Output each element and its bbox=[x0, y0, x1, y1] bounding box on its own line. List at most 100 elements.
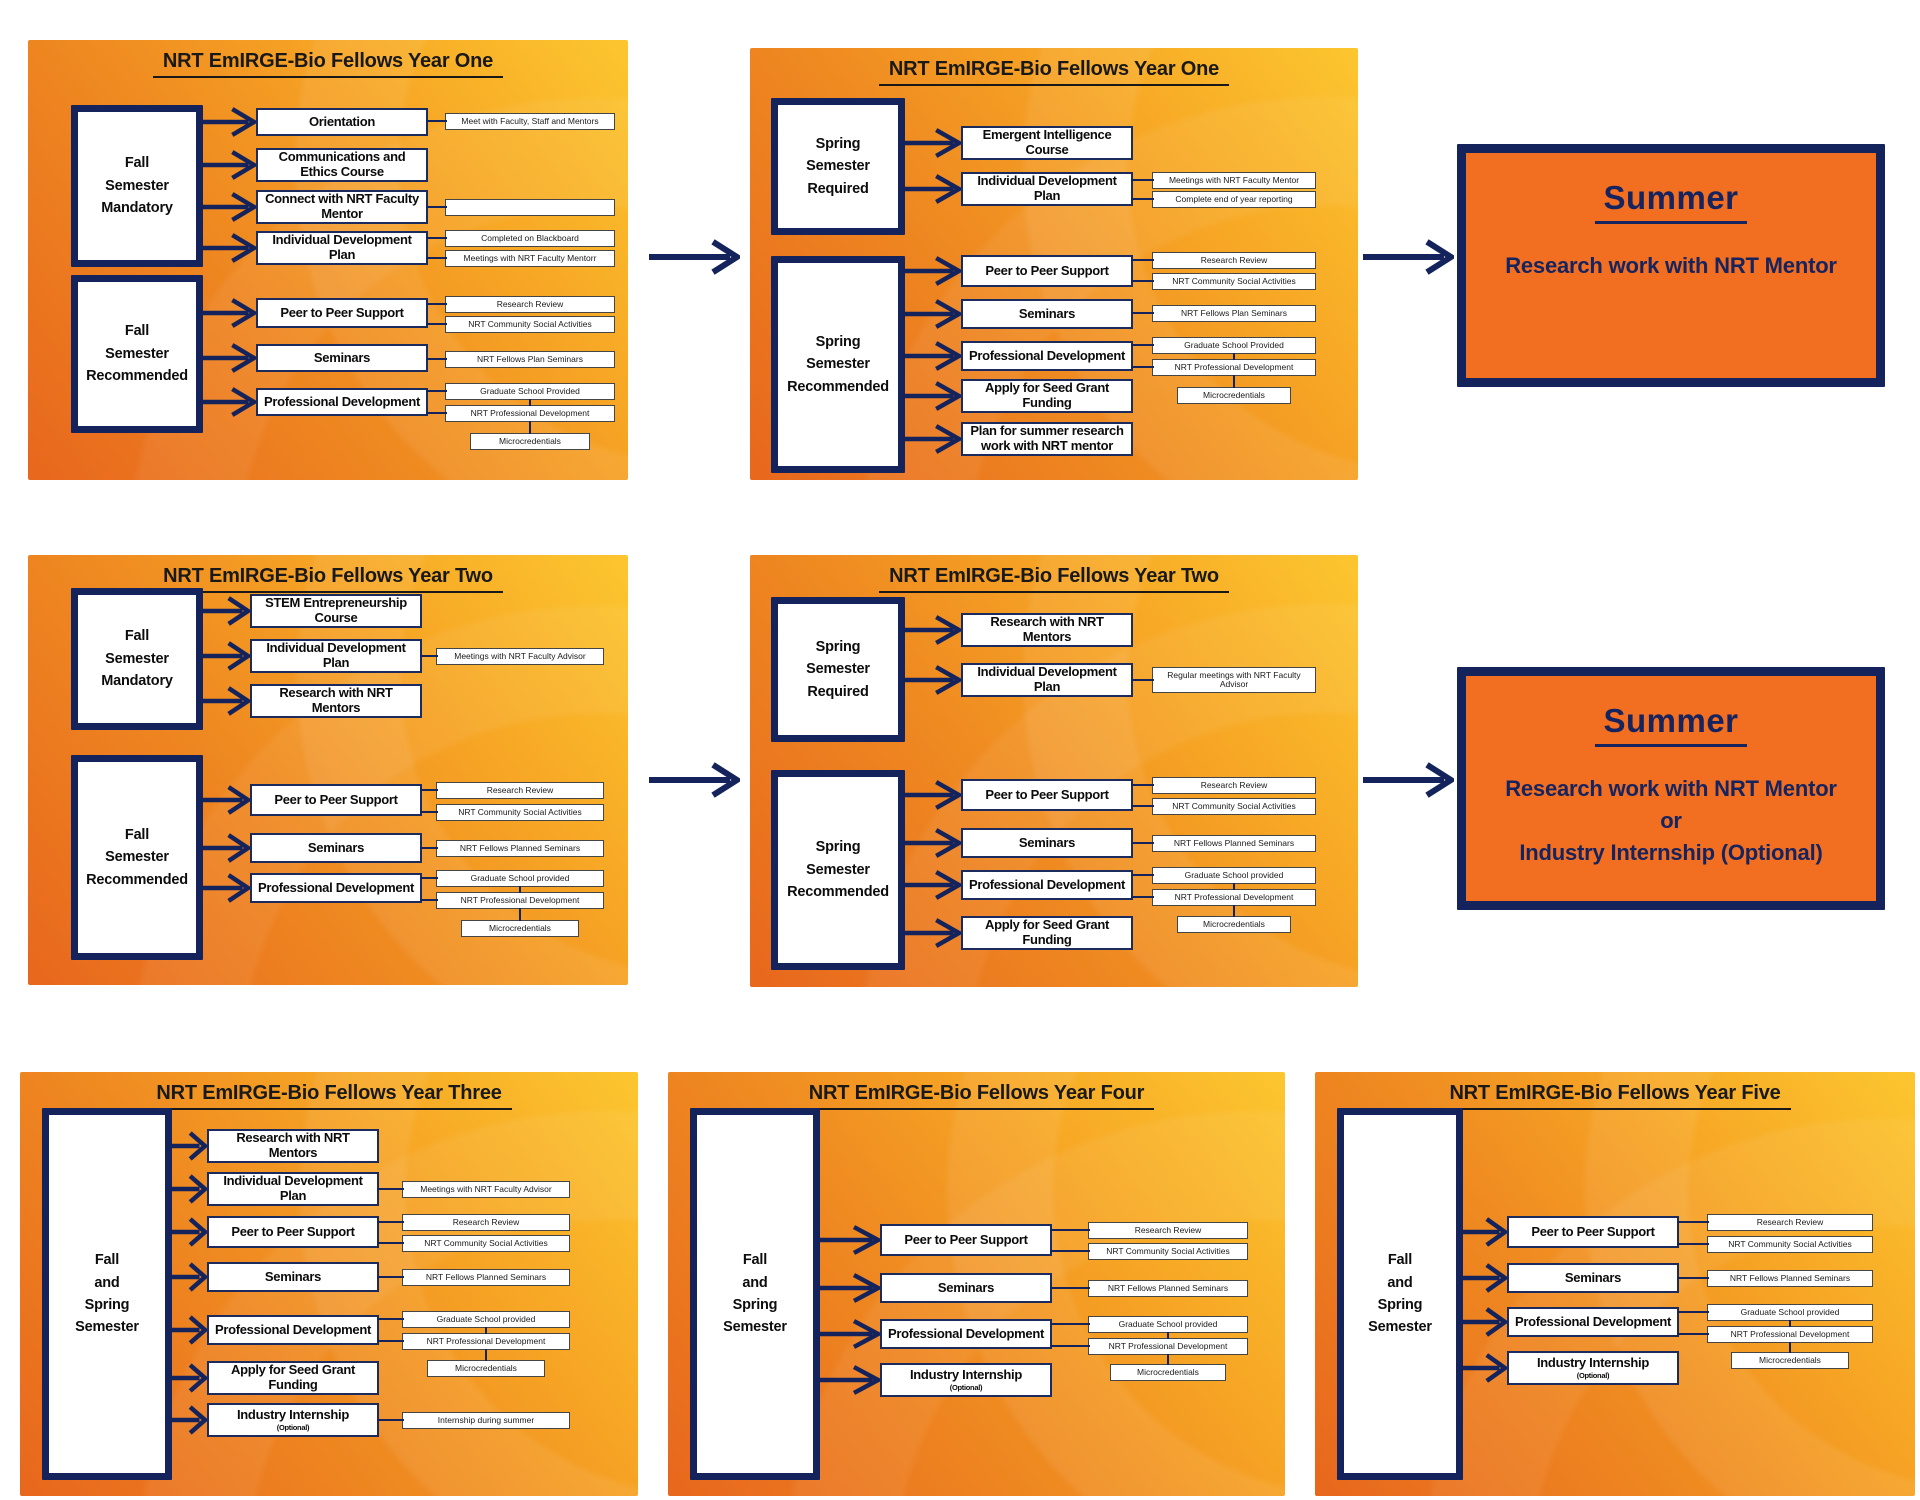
detail-box: NRT Community Social Activities bbox=[1088, 1242, 1248, 1260]
item-box: Professional Development bbox=[961, 870, 1133, 900]
panel-title: NRT EmIRGE-Bio Fellows Year Four bbox=[668, 1082, 1285, 1110]
detail-box: Microcredentials bbox=[1177, 915, 1291, 933]
item-box: Seminars bbox=[961, 299, 1133, 329]
connector-line bbox=[1131, 678, 1154, 682]
item-box: Apply for Seed Grant Funding bbox=[961, 916, 1133, 950]
item-label: Peer to Peer Support bbox=[1531, 1223, 1655, 1239]
detail-box: NRT Community Social Activities bbox=[1152, 272, 1316, 290]
chain-connector-line bbox=[1232, 882, 1236, 890]
connector-line bbox=[426, 302, 447, 306]
item-box: Seminars bbox=[256, 344, 428, 372]
item-label: Seminars bbox=[1564, 1269, 1622, 1285]
flow-arrow-icon bbox=[818, 1319, 881, 1349]
semester-group-box: Fall Semester Mandatory bbox=[71, 105, 203, 267]
panel-title-text: NRT EmIRGE-Bio Fellows Year Two bbox=[879, 565, 1229, 593]
connector-line bbox=[420, 654, 438, 658]
detail-box: Graduate School Provided bbox=[1152, 336, 1316, 354]
item-label: Seminars bbox=[1018, 305, 1076, 321]
connector-line bbox=[1131, 343, 1154, 347]
item-box: Seminars bbox=[961, 828, 1133, 858]
item-label: Peer to Peer Support bbox=[904, 1231, 1028, 1247]
summer-description: Research work with NRT Mentor bbox=[1491, 250, 1851, 282]
item-label: Peer to Peer Support bbox=[274, 791, 398, 807]
item-label: Industry Internship bbox=[236, 1407, 350, 1423]
item-label: Research with NRT Mentors bbox=[279, 685, 393, 715]
item-box: STEM Entrepreneurship Course bbox=[250, 594, 422, 628]
detail-box: Microcredentials bbox=[470, 432, 590, 450]
detail-box: Microcredentials bbox=[461, 919, 579, 937]
detail-box: NRT Community Social Activities bbox=[402, 1234, 570, 1252]
connector-line bbox=[1050, 1286, 1090, 1290]
item-box: Research with NRT Mentors bbox=[961, 613, 1133, 647]
item-label: Communications and Ethics Course bbox=[278, 149, 406, 179]
item-box: Seminars bbox=[1507, 1263, 1679, 1293]
detail-box: Meetings with NRT Faculty Mentorr bbox=[445, 249, 615, 267]
item-label: Professional Development bbox=[214, 1321, 372, 1337]
connector-line bbox=[1677, 1276, 1709, 1280]
detail-box: Regular meetings with NRT Faculty Adviso… bbox=[1152, 667, 1316, 693]
detail-box: NRT Fellows Planned Seminars bbox=[436, 839, 604, 857]
detail-box: Meetings with NRT Faculty Advisor bbox=[402, 1180, 570, 1198]
flow-arrow-icon bbox=[201, 387, 257, 417]
summer-description-line: Research work with NRT Mentor bbox=[1505, 776, 1837, 801]
item-box: Industry Internship(Optional) bbox=[207, 1403, 379, 1437]
detail-box: Microcredentials bbox=[1177, 386, 1291, 404]
panel-title-text: NRT EmIRGE-Bio Fellows Year Five bbox=[1439, 1082, 1791, 1110]
item-label: Apply for Seed Grant Funding bbox=[230, 1362, 356, 1392]
detail-box: NRT Professional Development bbox=[1088, 1337, 1248, 1355]
chain-connector-line bbox=[1232, 904, 1236, 917]
item-label: Industry Internship bbox=[1536, 1355, 1650, 1371]
item-box: Apply for Seed Grant Funding bbox=[207, 1361, 379, 1395]
panel-title-text: NRT EmIRGE-Bio Fellows Year One bbox=[152, 50, 504, 78]
flow-arrow-icon bbox=[170, 1405, 208, 1435]
item-label: Apply for Seed Grant Funding bbox=[984, 917, 1110, 947]
detail-box: Research Review bbox=[445, 295, 615, 313]
panel-title: NRT EmIRGE-Bio Fellows Year Two bbox=[750, 565, 1358, 593]
detail-box: NRT Fellows Planned Seminars bbox=[402, 1268, 570, 1286]
connector-line bbox=[1131, 258, 1154, 262]
flow-arrow-icon bbox=[1461, 1217, 1508, 1247]
item-label: Professional Development bbox=[257, 879, 415, 895]
detail-box: NRT Community Social Activities bbox=[445, 315, 615, 333]
panel-title: NRT EmIRGE-Bio Fellows Year One bbox=[28, 50, 628, 78]
summer-title: Summer bbox=[1595, 179, 1747, 224]
chain-connector-line bbox=[1166, 1353, 1170, 1365]
item-box: Communications and Ethics Course bbox=[256, 148, 428, 182]
item-box: Industry Internship(Optional) bbox=[1507, 1351, 1679, 1385]
semester-group-box: Spring Semester Recommended bbox=[771, 256, 905, 473]
flow-arrow-icon bbox=[170, 1217, 208, 1247]
detail-box: NRT Fellows Planned Seminars bbox=[1707, 1269, 1873, 1287]
item-box: Plan for summer research work with NRT m… bbox=[961, 422, 1133, 456]
item-box: Connect with NRT Faculty Mentor bbox=[256, 190, 428, 224]
connector-line bbox=[1131, 197, 1154, 201]
item-sublabel: (Optional) bbox=[949, 1383, 983, 1393]
detail-box: Research Review bbox=[402, 1213, 570, 1231]
item-label: Seminars bbox=[937, 1279, 995, 1295]
summer-description-line: Industry Internship (Optional) bbox=[1519, 839, 1823, 865]
item-sublabel: (Optional) bbox=[276, 1423, 310, 1433]
item-label: STEM Entrepreneurship Course bbox=[265, 595, 407, 625]
flow-arrow-icon bbox=[903, 780, 962, 810]
item-box: Research with NRT Mentors bbox=[250, 684, 422, 718]
next-stage-arrow-icon bbox=[1363, 762, 1454, 798]
flow-arrow-icon bbox=[201, 192, 257, 222]
detail-box: Graduate School provided bbox=[402, 1310, 570, 1328]
flow-arrow-icon bbox=[1461, 1353, 1508, 1383]
detail-box: Graduate School provided bbox=[1152, 866, 1316, 884]
flow-arrow-icon bbox=[201, 150, 257, 180]
detail-box: Research Review bbox=[1152, 251, 1316, 269]
detail-box: NRT Fellows Planned Seminars bbox=[1152, 834, 1316, 852]
connector-line bbox=[1677, 1220, 1709, 1224]
detail-box: Meetings with NRT Faculty Mentor bbox=[1152, 171, 1316, 189]
item-box: Peer to Peer Support bbox=[961, 255, 1133, 287]
detail-box: NRT Fellows Plan Seminars bbox=[445, 350, 615, 368]
connector-line bbox=[1131, 279, 1154, 283]
item-label: Professional Development bbox=[887, 1325, 1045, 1341]
connector-line bbox=[1050, 1322, 1090, 1326]
